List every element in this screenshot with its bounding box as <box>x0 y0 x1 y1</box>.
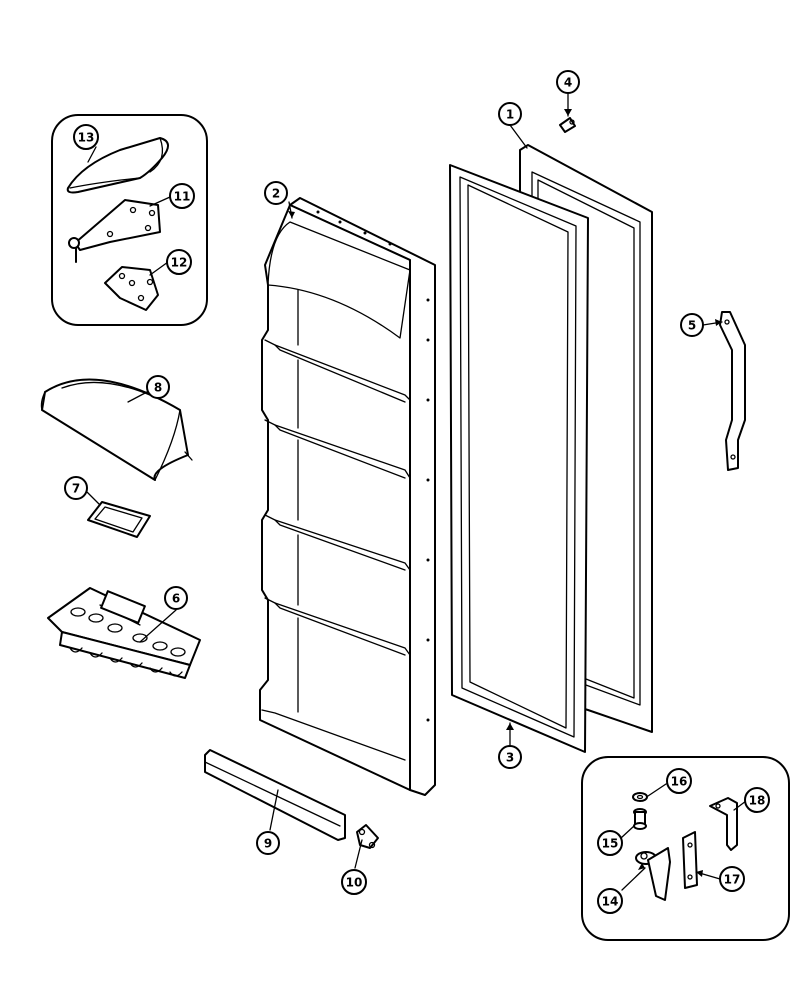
parts-group-box-top-left <box>51 114 208 326</box>
callout-18-label: 18 <box>749 794 766 808</box>
callout-17: 17 <box>719 866 745 892</box>
leader-arrowheads <box>288 109 722 877</box>
callout-18: 18 <box>744 787 770 813</box>
part-2-door-liner <box>259 197 436 796</box>
callout-14-label: 14 <box>602 895 619 909</box>
part-4-screw <box>559 117 576 133</box>
parts-group-box-bottom-right <box>581 756 790 941</box>
callout-15-label: 15 <box>602 837 619 851</box>
callout-4-label: 4 <box>564 76 572 90</box>
callout-7-label: 7 <box>72 482 80 496</box>
callout-13: 13 <box>73 124 99 150</box>
callout-3: 3 <box>498 745 522 769</box>
part-8-dairy-door-cover <box>40 378 193 481</box>
callout-5-label: 5 <box>688 319 696 333</box>
callout-9: 9 <box>256 831 280 855</box>
part-14-bottom-hinge <box>635 847 671 901</box>
callout-7: 7 <box>64 476 88 500</box>
callout-8: 8 <box>146 375 170 399</box>
callout-9-label: 9 <box>264 837 272 851</box>
part-6-egg-bin <box>47 587 201 679</box>
callout-3-label: 3 <box>506 751 514 765</box>
callout-17-label: 17 <box>724 873 741 887</box>
callout-11-label: 11 <box>174 190 191 204</box>
callout-5: 5 <box>680 313 704 337</box>
part-12-bracket-plate <box>104 266 159 311</box>
callout-2-label: 2 <box>272 187 280 201</box>
part-9-trim-strip <box>204 749 346 841</box>
callout-10: 10 <box>341 869 367 895</box>
callout-16-label: 16 <box>671 775 688 789</box>
callout-13-label: 13 <box>78 131 95 145</box>
callout-6: 6 <box>164 586 188 610</box>
callout-15: 15 <box>597 830 623 856</box>
callout-4: 4 <box>556 70 580 94</box>
part-17-shim-plate <box>682 831 698 889</box>
part-5-hinge-bracket <box>719 311 746 471</box>
callout-16: 16 <box>666 768 692 794</box>
callout-10-label: 10 <box>346 876 363 890</box>
part-13-wedge-cover <box>66 137 169 194</box>
callout-11: 11 <box>169 183 195 209</box>
callout-1-label: 1 <box>506 108 514 122</box>
callout-8-label: 8 <box>154 381 162 395</box>
callout-2: 2 <box>264 181 288 205</box>
callout-6-label: 6 <box>172 592 180 606</box>
part-7-small-tray <box>87 501 151 538</box>
callout-1: 1 <box>498 102 522 126</box>
callout-14: 14 <box>597 888 623 914</box>
callout-12: 12 <box>166 249 192 275</box>
part-10-clip <box>356 824 379 849</box>
part-3-door-gasket <box>449 164 589 753</box>
part-11-bracket-plate <box>68 199 161 263</box>
part-18-top-hinge <box>709 797 738 851</box>
part-15-hinge-pin <box>633 808 647 830</box>
callout-12-label: 12 <box>171 256 188 270</box>
part-16-washer <box>632 792 648 802</box>
